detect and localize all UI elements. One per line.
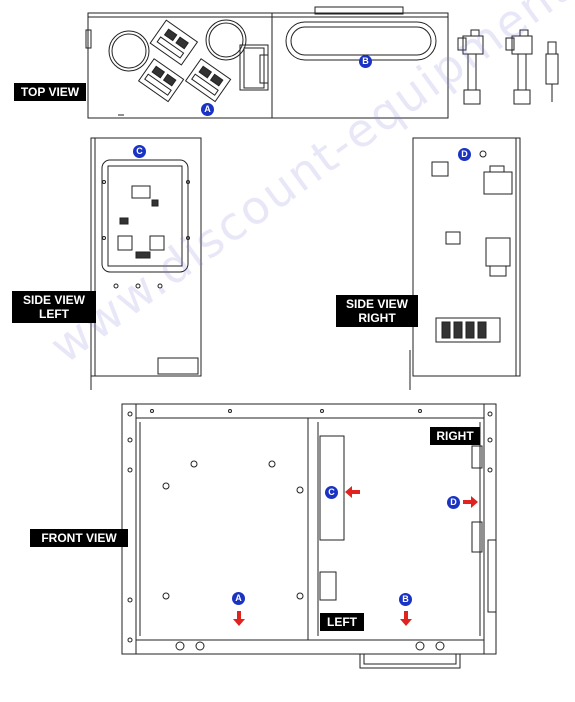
arrow-d <box>463 496 478 508</box>
badge-b-top: B <box>359 55 372 68</box>
cable-assembly-2 <box>505 29 533 105</box>
side-view-left-label: SIDE VIEW LEFT <box>12 291 96 323</box>
top-view-drawing <box>85 6 559 119</box>
red-arrows <box>233 486 478 626</box>
top-view-label: TOP VIEW <box>14 83 86 101</box>
badge-a-top: A <box>201 103 214 116</box>
front-view-drawing <box>121 403 497 669</box>
badge-d-front: D <box>447 496 460 509</box>
badge-b-front: B <box>399 593 412 606</box>
side-view-right-label: SIDE VIEW RIGHT <box>336 295 418 327</box>
side-view-left-drawing <box>90 137 202 390</box>
left-label: LEFT <box>320 613 364 631</box>
cable-assembly-1 <box>457 29 484 105</box>
badge-d-side: D <box>458 148 471 161</box>
front-view-label: FRONT VIEW <box>30 529 128 547</box>
arrow-c <box>345 486 360 498</box>
badge-c-front: C <box>325 486 338 499</box>
right-label: RIGHT <box>430 427 480 445</box>
arrow-a <box>233 611 245 626</box>
connector-plug <box>545 41 559 102</box>
badge-c-side: C <box>133 145 146 158</box>
badge-a-front: A <box>232 592 245 605</box>
side-view-right-drawing <box>409 137 521 390</box>
arrow-b <box>400 611 412 626</box>
